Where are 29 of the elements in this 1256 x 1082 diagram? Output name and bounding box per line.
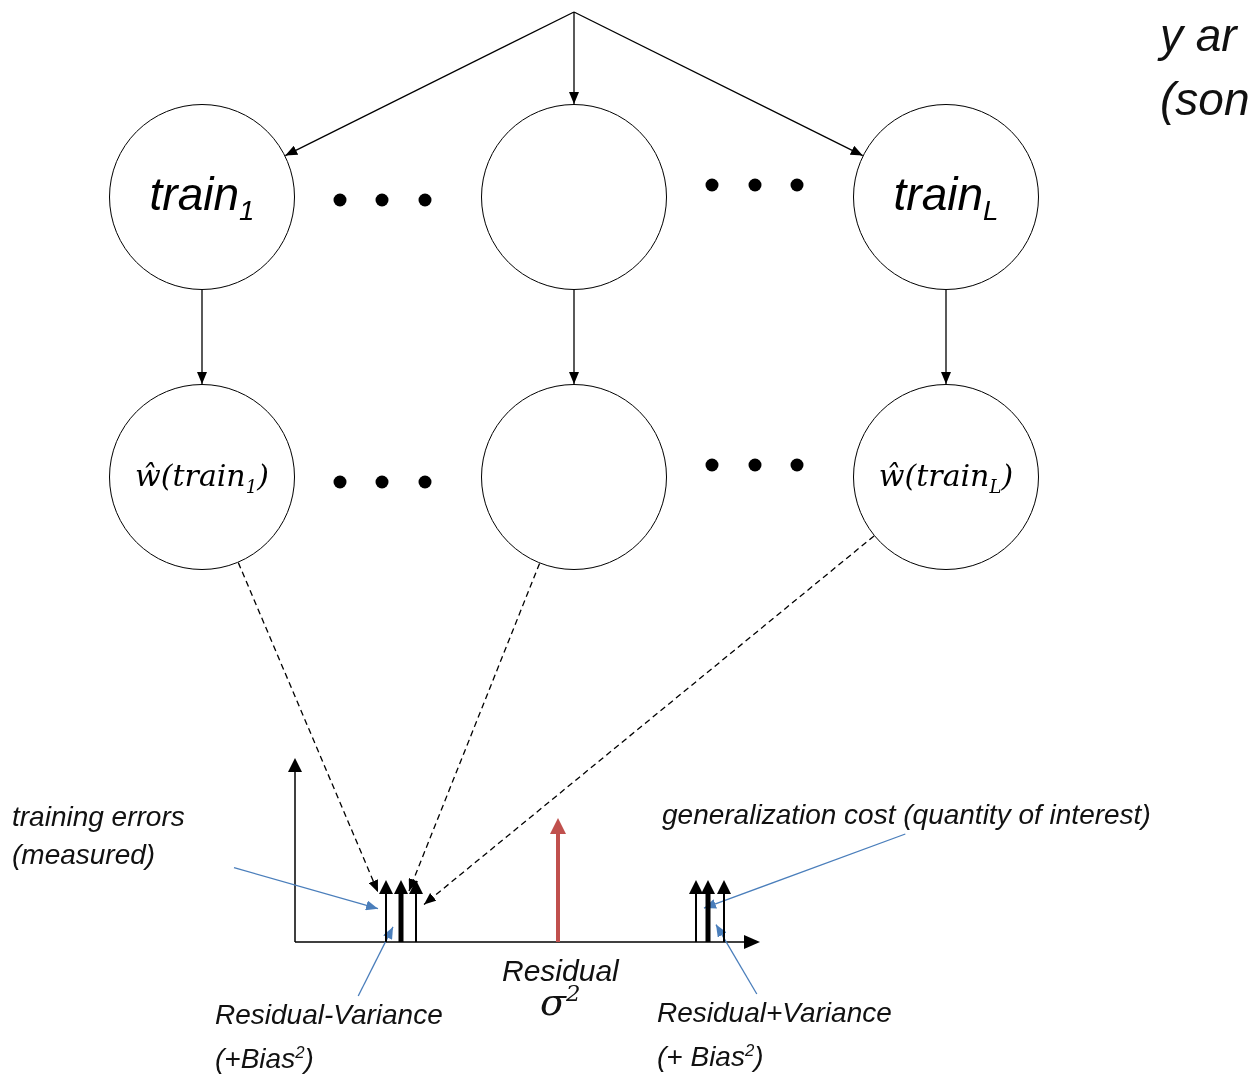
impulse-spike (716, 880, 732, 942)
node-label: train$_{L}$ (893, 166, 999, 228)
bold-impulse-spike (700, 880, 716, 942)
leader-line (233, 867, 379, 911)
sigma-squared-symbol: σ$^{2}$ (540, 980, 581, 1024)
node-label: ŵ(train$_{1}$) (135, 457, 269, 497)
arrow (569, 289, 579, 385)
impulse-spike (378, 880, 394, 942)
node-label: train$_{1}$ (149, 166, 255, 228)
dashed-arrow (237, 561, 379, 893)
bold-impulse-spike (393, 880, 409, 942)
arrow (197, 289, 207, 385)
dashed-arrow (408, 562, 541, 892)
annotation-text: training errors (measured) (12, 800, 186, 872)
arrow (941, 289, 951, 385)
arrow (569, 11, 579, 105)
annotation-text: generalization cost (quantity of interest) (662, 798, 1152, 832)
dashed-arrow (423, 535, 875, 906)
annotation-text: Residual-Variance (+Bias$^{2}$) (215, 998, 444, 1077)
arrow (284, 11, 575, 157)
impulse-spike (688, 880, 704, 942)
leader-line (715, 923, 758, 995)
leader-line (703, 833, 906, 909)
annotation-text: Residual+Variance (+ Bias$^{2}$) (657, 996, 893, 1075)
leader-line (357, 926, 394, 997)
node-label: ŵ(train$_{L}$) (878, 457, 1014, 497)
cut-off-text: (son (1160, 72, 1250, 126)
impulse-spike (408, 880, 424, 942)
arrow (573, 11, 864, 157)
